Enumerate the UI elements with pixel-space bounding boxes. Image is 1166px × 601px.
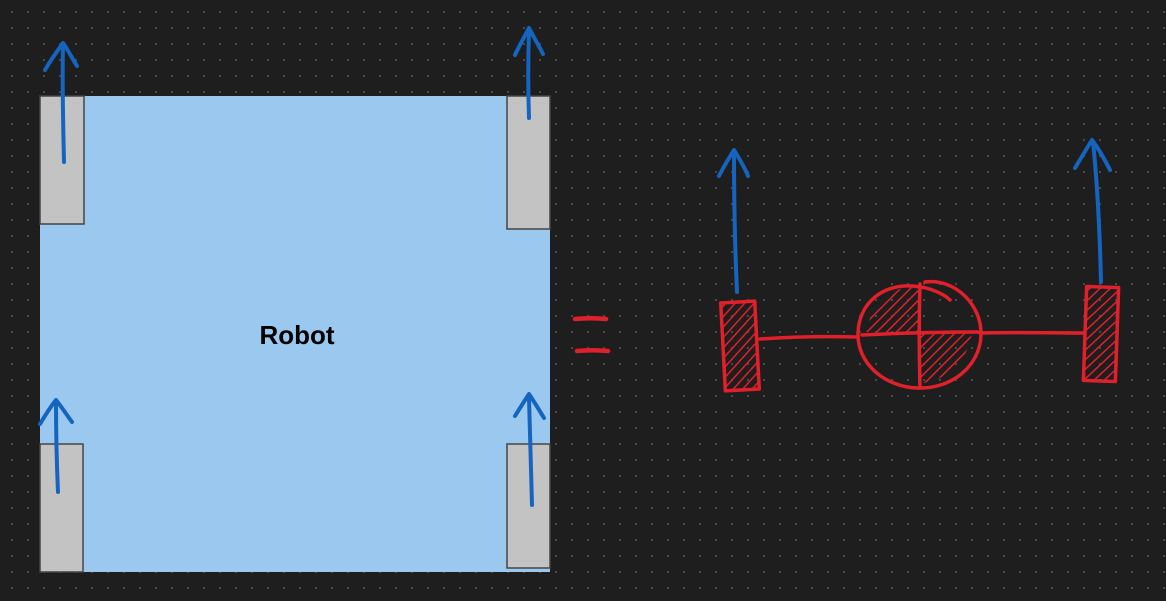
model-wheel-right (1081, 284, 1121, 384)
wheel-rear-left (39, 443, 84, 573)
model-wheel-left (718, 299, 762, 393)
center-of-mass-fill-1 (866, 285, 918, 332)
wheel-direction-arrows (38, 26, 546, 507)
differential-drive-model (718, 279, 1121, 393)
model-axle-left (758, 334, 859, 341)
robot-body (40, 96, 550, 572)
center-of-mass-fill-2 (918, 332, 972, 384)
wheel-rear-right (506, 443, 551, 569)
center-of-mass-circle (856, 279, 983, 390)
arrow-up-icon (38, 398, 74, 494)
center-of-mass-vertical (917, 282, 922, 388)
center-of-mass-icon (856, 279, 983, 390)
arrow-up-icon (43, 41, 79, 164)
center-of-mass-horizontal (860, 330, 980, 337)
model-direction-arrows (717, 138, 1112, 294)
arrow-up-icon (717, 148, 750, 294)
robot-label: Robot (259, 320, 334, 350)
robot-diagram: Robot (39, 95, 551, 573)
equals-sign (572, 316, 611, 354)
arrow-up-icon (513, 392, 546, 507)
arrow-up-icon (513, 26, 545, 120)
arrow-up-icon (1073, 138, 1112, 284)
